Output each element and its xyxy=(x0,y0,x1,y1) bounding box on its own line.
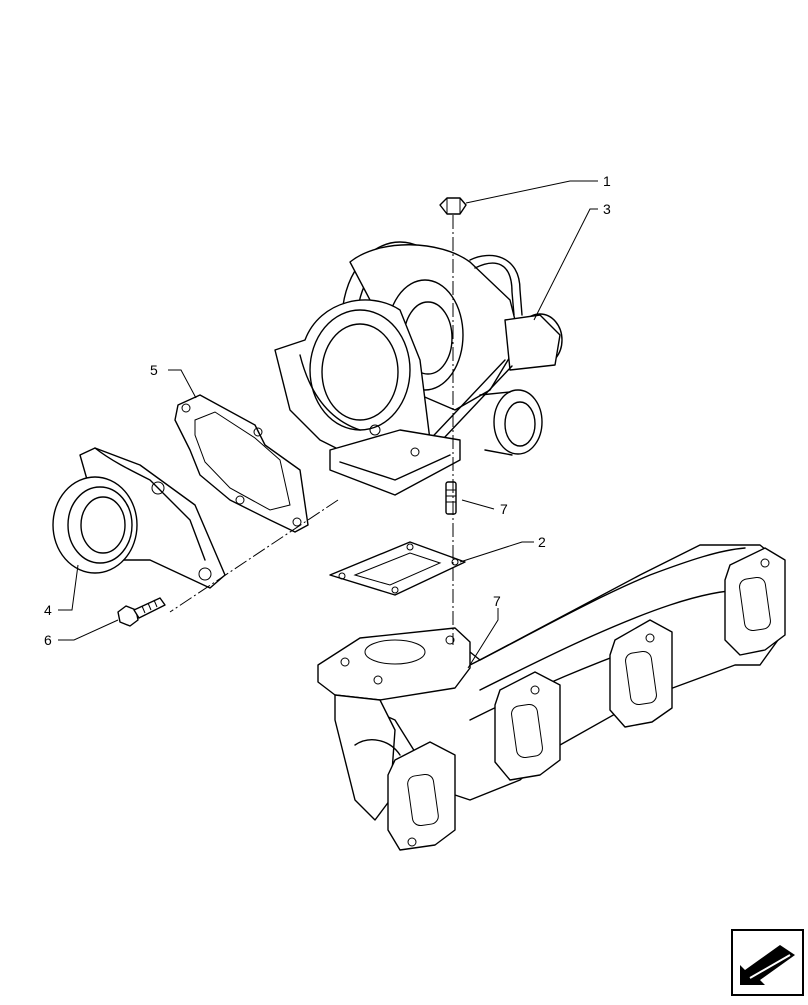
callout-6: 6 xyxy=(44,632,52,648)
exhaust-manifold xyxy=(317,544,786,851)
nut xyxy=(439,197,467,215)
elbow-pipe xyxy=(52,447,226,589)
callout-7-manifold: 7 xyxy=(493,593,501,609)
leader-lines xyxy=(58,180,598,669)
callout-1: 1 xyxy=(603,173,611,189)
callout-7-stud: 7 xyxy=(500,501,508,517)
bolt xyxy=(117,597,166,627)
stud xyxy=(445,481,457,515)
callout-5: 5 xyxy=(150,362,158,378)
callout-3: 3 xyxy=(603,201,611,217)
callout-2: 2 xyxy=(538,534,546,550)
flange-gasket xyxy=(174,394,309,533)
next-page-arrow-icon[interactable] xyxy=(731,929,804,996)
callout-4: 4 xyxy=(44,602,52,618)
turbo-gasket xyxy=(329,541,466,596)
assembly-centerlines xyxy=(169,215,454,645)
turbocharger xyxy=(274,241,563,496)
